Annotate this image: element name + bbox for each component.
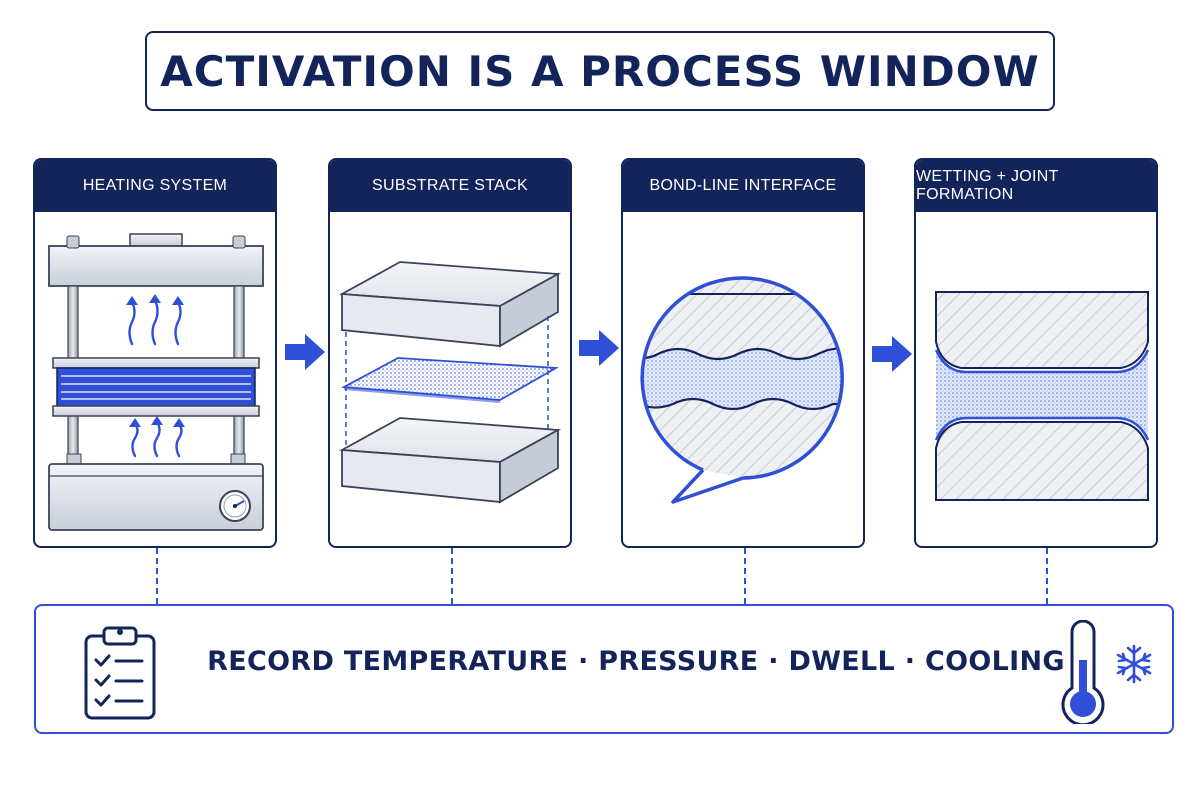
panel-heating-system: HEATING SYSTEM — [33, 158, 277, 548]
panel-substrate-stack: SUBSTRATE STACK — [328, 158, 572, 548]
thermometer-snowflake-icon — [1061, 620, 1152, 724]
panel-header: WETTING + JOINT FORMATION — [916, 160, 1156, 212]
record-parameters-text: RECORD TEMPERATURE · PRESSURE · DWELL · … — [207, 646, 1065, 677]
heat-press-icon — [35, 212, 275, 546]
panel-header: BOND-LINE INTERFACE — [623, 160, 863, 212]
panel-wetting-joint-formation: WETTING + JOINT FORMATION — [914, 158, 1158, 548]
panel-header: HEATING SYSTEM — [35, 160, 275, 212]
dashed-connector — [1046, 548, 1048, 604]
joint-formation-icon — [916, 212, 1156, 546]
bondline-magnifier-icon — [623, 212, 863, 546]
arrow-right-icon — [579, 330, 619, 366]
clipboard-checklist-icon — [84, 626, 156, 720]
dashed-connector — [451, 548, 453, 604]
panel-header: SUBSTRATE STACK — [330, 160, 570, 212]
title-box: ACTIVATION IS A PROCESS WINDOW — [145, 31, 1055, 111]
dashed-connector — [156, 548, 158, 604]
arrow-right-icon — [872, 336, 912, 372]
record-parameters-box: RECORD TEMPERATURE · PRESSURE · DWELL · … — [34, 604, 1174, 734]
dashed-connector — [744, 548, 746, 604]
panel-bond-line-interface: BOND-LINE INTERFACE — [621, 158, 865, 548]
substrate-layers-icon — [330, 212, 570, 546]
arrow-right-icon — [285, 334, 325, 370]
page-title: ACTIVATION IS A PROCESS WINDOW — [160, 46, 1040, 96]
